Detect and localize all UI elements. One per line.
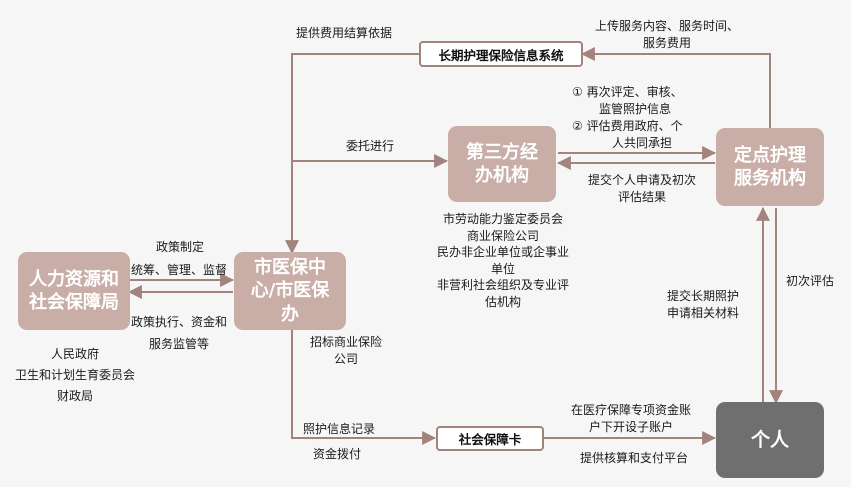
node-medical-center: 市医保中心/市医保办 <box>234 252 346 330</box>
label-submit-material: 提交长期照护 申请相关材料 <box>654 288 752 322</box>
node-info-system-label: 长期护理保险信息系统 <box>438 47 564 63</box>
label-sub-account-line: 在医疗保障专项资金账 <box>570 403 691 417</box>
gov-body: 卫生和计划生育委员会 <box>14 368 135 382</box>
label-fund-supervision: 服务监管等 <box>149 337 210 351</box>
third-party-member: 商业保险公司 <box>466 228 539 243</box>
node-info-system: 长期护理保险信息系统 <box>419 41 583 67</box>
edge-settlement-basis <box>285 53 419 255</box>
label-care-record: 照护信息记录 <box>303 422 376 436</box>
third-party-member: 估机构 <box>484 294 521 309</box>
label-initial-assess: 初次评估 <box>786 274 835 288</box>
node-third-party-label: 第三方经办机构 <box>466 141 538 186</box>
label-upload-line: 服务费用 <box>642 36 691 50</box>
label-reassess-line: ② 评估费用政府、个 <box>572 119 683 133</box>
gov-body: 人民政府 <box>50 347 99 361</box>
label-sub-account: 在医疗保障专项资金账 户下开设子账户 <box>556 402 706 436</box>
label-submit-material-line: 提交长期照护 <box>666 289 739 303</box>
edge-upload-service <box>580 47 771 129</box>
label-upload-service: 上传服务内容、服务时间、 服务费用 <box>572 18 762 52</box>
label-coordination: 统筹、管理、监督 <box>131 263 228 277</box>
label-policy-making: 政策制定 <box>156 240 205 254</box>
third-party-members-list: 市劳动能力鉴定委员会 商业保险公司 民办非企业单位或企事业 单位 非营利社会组织… <box>418 211 588 310</box>
third-party-member: 非营利社会组织及专业评 <box>436 278 569 292</box>
label-submit-material-line: 申请相关材料 <box>666 306 739 320</box>
label-tender: 招标商业保险 公司 <box>300 334 392 368</box>
label-upload-line: 上传服务内容、服务时间、 <box>594 19 739 33</box>
node-care-provider: 定点护理服务机构 <box>716 128 824 206</box>
label-reassess-line: ① 再次评定、审核、 <box>572 85 683 99</box>
label-submit-apply: 提交个人申请及初次 评估结果 <box>572 172 712 206</box>
label-submit-apply-line: 提交个人申请及初次 <box>587 173 696 187</box>
third-party-member: 民办非企业单位或企事业 <box>436 245 569 259</box>
third-party-member: 单位 <box>490 261 515 276</box>
label-submit-apply-line: 评估结果 <box>617 190 666 204</box>
label-sub-account-line: 户下开设子账户 <box>588 420 673 434</box>
label-policy-execution: 政策执行、资金和 <box>131 315 228 329</box>
edge-fund-allocate <box>291 329 437 445</box>
label-fund-allocate: 资金拨付 <box>313 447 362 461</box>
node-social-card: 社会保障卡 <box>436 426 544 451</box>
label-reassess-line: 人共同承担 <box>612 136 673 150</box>
label-reassess: ① 再次评定、审核、 监管照护信息 ② 评估费用政府、个 人共同承担 <box>572 84 683 152</box>
gov-body: 财政局 <box>56 389 93 403</box>
label-reassess-line: 监管照护信息 <box>599 102 672 116</box>
label-entrust: 委托进行 <box>346 139 395 153</box>
node-medical-center-label: 市医保中心/市医保办 <box>250 257 330 325</box>
node-individual-label: 个人 <box>750 428 789 451</box>
gov-bodies-list: 人民政府 卫生和计划生育委员会 财政局 <box>10 344 140 407</box>
node-hrss-label: 人力资源和社会保障局 <box>29 268 119 313</box>
node-care-provider-label: 定点护理服务机构 <box>734 144 806 189</box>
node-hrss: 人力资源和社会保障局 <box>18 252 130 330</box>
node-third-party: 第三方经办机构 <box>448 126 556 202</box>
label-settlement-basis: 提供费用结算依据 <box>296 26 393 40</box>
node-individual: 个人 <box>716 402 824 478</box>
third-party-member: 市劳动能力鉴定委员会 <box>442 212 563 226</box>
label-tender-line: 公司 <box>333 352 358 366</box>
label-platform: 提供核算和支付平台 <box>580 451 689 465</box>
node-social-card-label: 社会保障卡 <box>458 432 522 447</box>
label-tender-line: 招标商业保险 <box>309 335 382 349</box>
